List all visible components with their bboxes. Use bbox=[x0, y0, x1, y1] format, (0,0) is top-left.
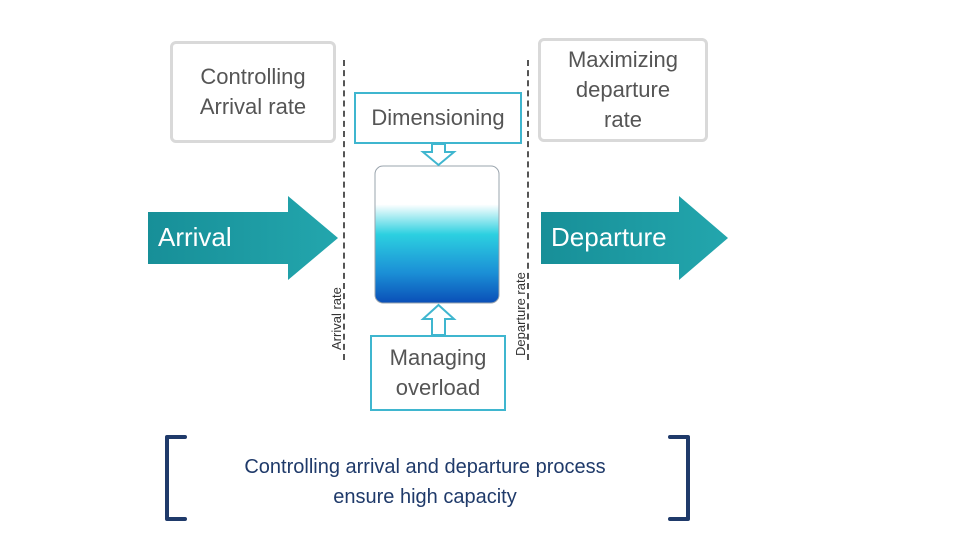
departure-arrow-icon bbox=[541, 196, 728, 280]
arrival-arrow-icon bbox=[148, 196, 338, 280]
queue-container bbox=[374, 165, 500, 304]
maximizing-departure-rate-box: Maximizing departure rate bbox=[538, 38, 708, 142]
controlling-arrival-rate-box: Controlling Arrival rate bbox=[170, 41, 336, 143]
arrival-rate-divider bbox=[343, 60, 345, 360]
dimensioning-box: Dimensioning bbox=[354, 92, 522, 144]
departure-rate-divider bbox=[527, 60, 529, 360]
down-arrow-icon bbox=[420, 143, 457, 167]
departure-label: Departure bbox=[551, 222, 667, 252]
left-bracket bbox=[165, 435, 187, 521]
up-arrow-icon bbox=[420, 303, 457, 336]
right-bracket bbox=[668, 435, 690, 521]
summary-line-1: Controlling arrival and departure proces… bbox=[244, 456, 606, 478]
arrival-label: Arrival bbox=[158, 222, 232, 252]
summary-line-2: ensure high capacity bbox=[333, 486, 517, 508]
